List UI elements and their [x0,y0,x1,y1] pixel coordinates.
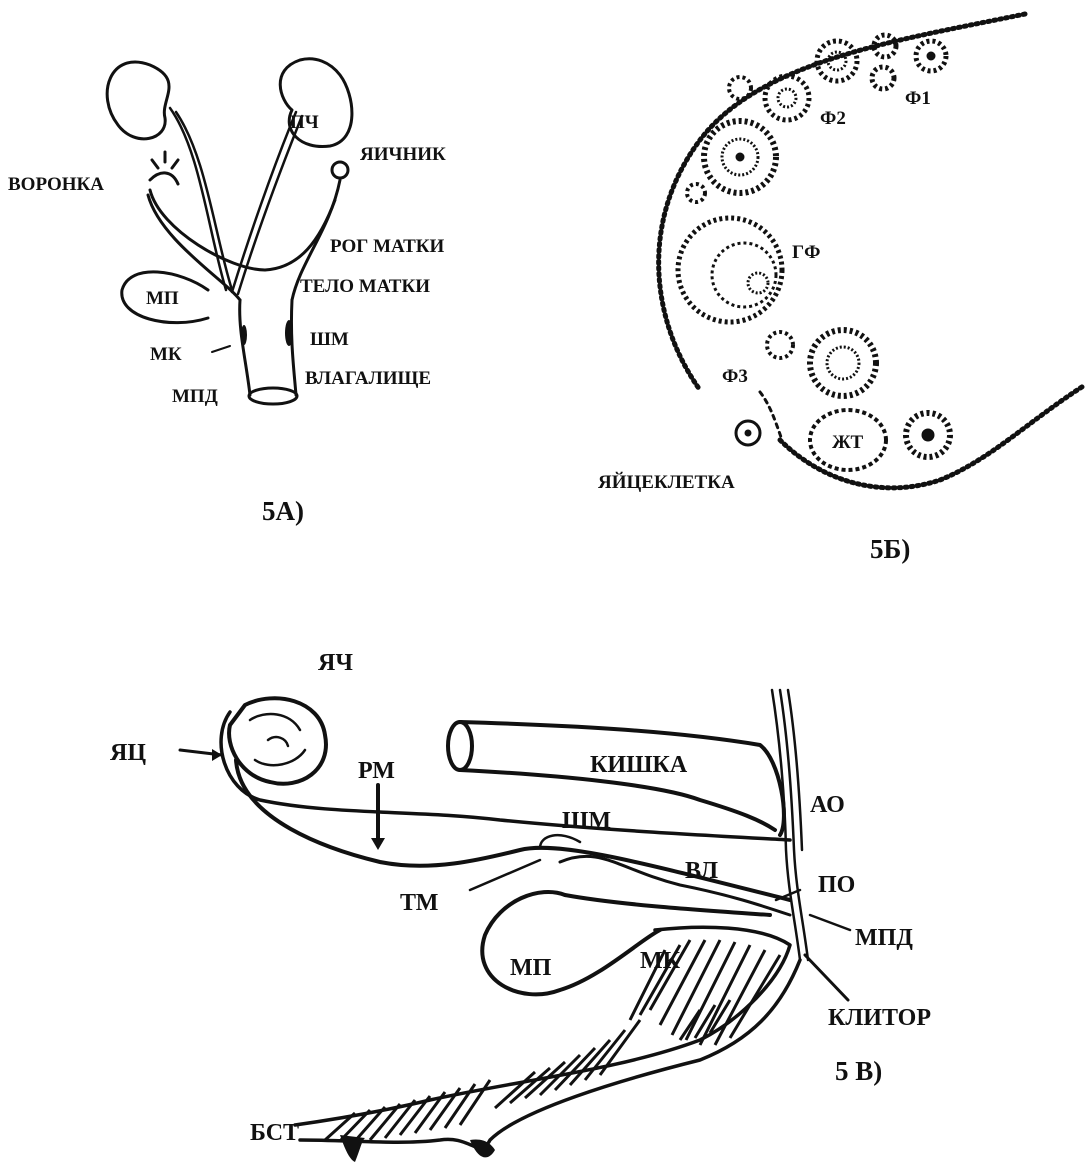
cervix-mark [285,320,293,346]
sinus-tip [340,1135,365,1162]
label-anus-c: АО [810,792,845,818]
label-genital-opening-c: ПО [818,872,855,898]
follicle-dot [927,52,935,60]
label-uterine-horn: РОГ МАТКИ [330,236,445,257]
intestine-end [448,722,472,770]
label-mk-c: МК [640,948,681,974]
follicle [767,332,793,358]
follicle [729,77,751,99]
sinus-tip [470,1139,495,1157]
sinus-hatching [325,940,780,1141]
label-ovary: ЯИЧНИК [360,144,446,165]
follicle [765,76,809,120]
panel-5a-diagram: ПЧ ВОРОНКА ЯИЧНИК РОГ МАТКИ ТЕЛО МАТКИ М… [8,59,446,526]
ovary-shape [332,162,348,178]
graafian-follicle [678,218,782,322]
label-clitoris-c: КЛИТОР [828,1005,931,1031]
label-cervix-c: ШМ [562,808,611,834]
label-oviduct-c: ЯЦ [110,740,146,766]
label-egg: ЯЙЦЕКЛЕТКА [598,471,735,493]
label-f3: Ф3 [722,366,748,387]
panel-5v-diagram: ЯЧ ЯЦ РМ КИШКА АО ШМ ВЛ ПО ТМ МПД МП МК … [110,650,931,1162]
label-mk-a: МК [150,344,182,365]
label-body-c: ТМ [400,890,438,916]
vagina-opening [249,388,297,404]
label-bst-c: БСТ [250,1120,299,1146]
follicle-inner [778,89,796,107]
vagina-right-wall [291,300,296,395]
ovary-texture [250,714,305,765]
label-uterine-body: ТЕЛО МАТКИ [300,276,430,297]
label-f1: Ф1 [905,88,931,109]
label-ovary-c: ЯЧ [318,650,353,676]
caption-5b: 5Б) [870,534,910,564]
follicle [810,330,876,396]
label-mpd-a: МПД [172,386,218,407]
label-pch: ПЧ [290,112,319,133]
label-gf: ГФ [792,242,820,263]
ovary-mass [229,698,326,784]
f3-rupture [760,392,782,440]
intestine-top [460,722,784,835]
hatch-lines [325,1080,490,1141]
egg-cell-nucleus [745,430,751,436]
label-vagina-a: ВЛАГАЛИЩЕ [305,368,431,389]
right-kidney-shape [280,59,352,147]
label-intestine-c: КИШКА [590,752,688,778]
label-funnel: ВОРОНКА [8,174,104,195]
label-mp-c: МП [510,955,552,981]
label-vagina-c: ВЛ [685,858,718,884]
funnel-shape [150,152,178,184]
mk-arrow [212,346,230,352]
ovary-outline-upper [659,14,1025,390]
caption-5a: 5А) [262,496,304,526]
panel-5b-diagram: Ф1 Ф2 ГФ Ф3 ЖТ ЯЙЦЕКЛЕТКА 5Б) [598,14,1085,564]
label-mp-a: МП [146,288,179,309]
follicle [872,67,894,89]
label-horn-c: РМ [358,758,395,784]
follicle-dot [736,153,744,161]
graafian-cavity [712,243,776,307]
vagina-left-wall [240,300,250,395]
label-f2: Ф2 [820,108,846,129]
follicle-inner [827,347,859,379]
label-mpd-c: МПД [855,925,913,951]
urethra-mark [241,325,247,345]
tm-pointer [470,860,540,890]
label-cervix-a: ШМ [310,329,349,350]
label-corpus-luteum: ЖТ [832,432,863,453]
horn-arrowhead [371,838,385,850]
mpd-pointer [810,915,850,930]
bladder-outline [482,892,660,994]
follicle-dot [922,429,934,441]
follicle [687,184,705,202]
caption-5v: 5 В) [835,1056,882,1086]
left-kidney-shape [107,62,169,139]
clitoris-arrow [805,955,848,1000]
graafian-oocyte [748,273,768,293]
